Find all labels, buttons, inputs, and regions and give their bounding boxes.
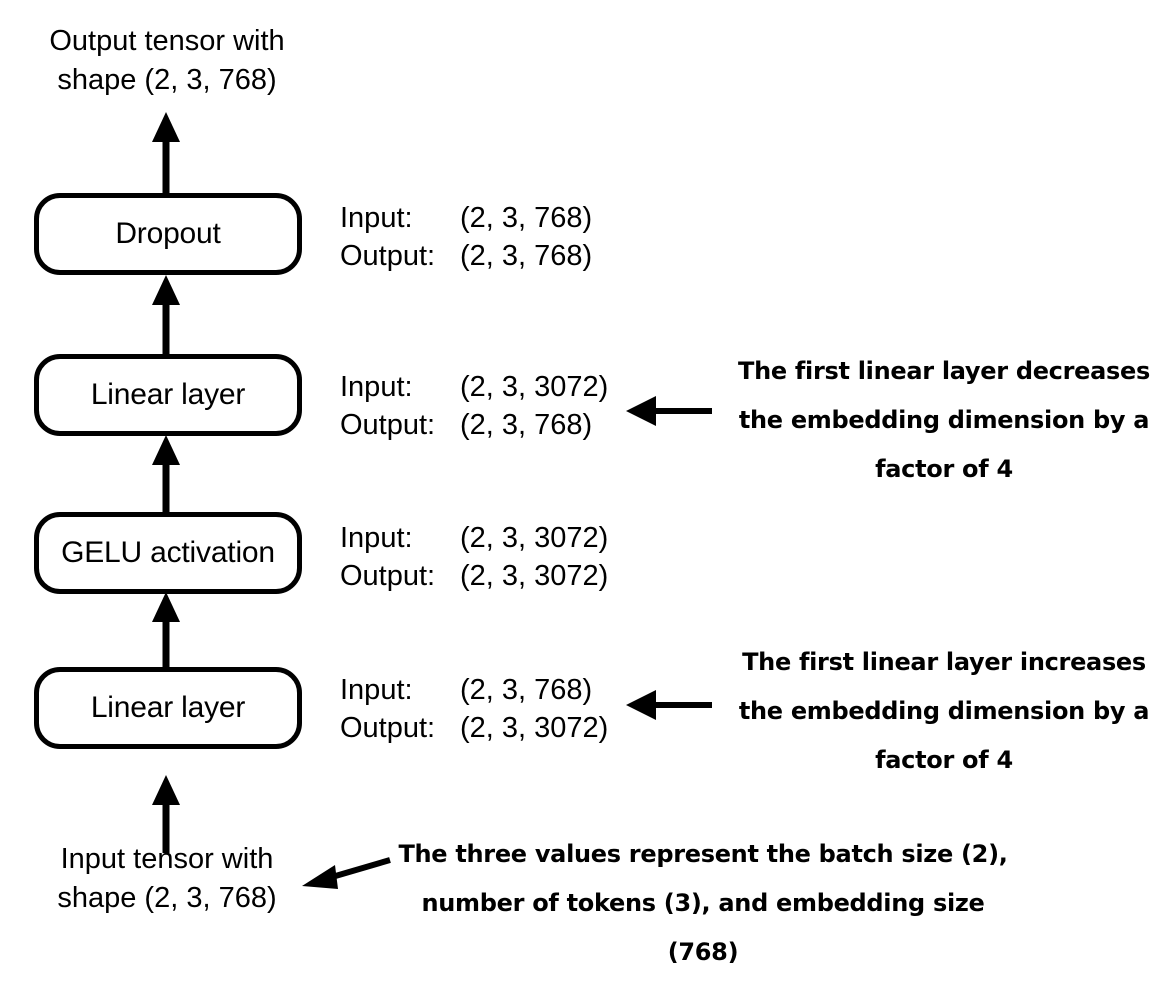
io-spec-gelu: Input: (2, 3, 3072) Output: (2, 3, 3072) (340, 520, 608, 595)
io-spec-gelu-input-row: Input: (2, 3, 3072) (340, 520, 608, 558)
block-gelu-activation-label: GELU activation (61, 536, 275, 569)
io-spec-dropout-input-row: Input: (2, 3, 768) (340, 200, 592, 238)
io-spec-linear-layer-1: Input: (2, 3, 768) Output: (2, 3, 3072) (340, 672, 608, 747)
block-linear-layer-2[interactable]: Linear layer (34, 354, 302, 436)
callout-arrow-increase (626, 690, 712, 720)
io-output-value: (2, 3, 3072) (460, 559, 609, 592)
block-dropout[interactable]: Dropout (34, 193, 302, 275)
input-tensor-label: Input tensor with shape (2, 3, 768) (57, 843, 277, 914)
io-output-key: Output: (340, 559, 436, 592)
callout-arrow-values (302, 857, 391, 889)
io-input-key: Input: (340, 371, 413, 403)
io-input-key: Input: (340, 202, 413, 234)
io-spec-linear1-output-row: Output: (2, 3, 3072) (340, 710, 608, 748)
io-output-value: (2, 3, 768) (460, 239, 593, 272)
io-spec-dropout-output-row: Output: (2, 3, 768) (340, 238, 592, 276)
io-output-key: Output: (340, 408, 436, 441)
io-output-value: (2, 3, 3072) (460, 711, 609, 744)
block-linear-layer-1[interactable]: Linear layer (34, 667, 302, 749)
io-input-key: Input: (340, 522, 413, 554)
arrow-input-to-linear1 (152, 775, 180, 853)
annotation-tensor-values: The three values represent the batch siz… (398, 840, 1008, 967)
annotation-increase: The first linear layer increases the emb… (738, 648, 1150, 775)
io-output-key: Output: (340, 239, 436, 272)
block-dropout-label: Dropout (115, 217, 221, 250)
annotation-decrease: The first linear layer decreases the emb… (738, 357, 1150, 484)
io-spec-linear-layer-2: Input: (2, 3, 3072) Output: (2, 3, 768) (340, 369, 608, 444)
io-input-value: (2, 3, 768) (460, 674, 593, 706)
block-linear-layer-1-label: Linear layer (90, 691, 246, 724)
block-gelu-activation[interactable]: GELU activation (34, 512, 302, 594)
arrow-dropout-to-output (152, 112, 180, 196)
io-spec-linear1-input-row: Input: (2, 3, 768) (340, 672, 608, 710)
io-spec-linear2-input-row: Input: (2, 3, 3072) (340, 369, 608, 407)
io-input-key: Input: (340, 674, 413, 706)
callout-arrow-decrease (626, 396, 712, 426)
io-output-key: Output: (340, 711, 436, 744)
io-input-value: (2, 3, 3072) (460, 522, 609, 554)
io-spec-dropout: Input: (2, 3, 768) Output: (2, 3, 768) (340, 200, 592, 275)
output-tensor-label: Output tensor with shape (2, 3, 768) (49, 25, 285, 96)
io-input-value: (2, 3, 3072) (460, 371, 609, 403)
io-input-value: (2, 3, 768) (460, 202, 593, 234)
arrow-linear2-to-dropout (152, 275, 180, 357)
block-linear-layer-2-label: Linear layer (90, 378, 246, 411)
io-spec-gelu-output-row: Output: (2, 3, 3072) (340, 558, 608, 596)
arrow-linear1-to-gelu (152, 592, 180, 672)
io-spec-linear2-output-row: Output: (2, 3, 768) (340, 407, 608, 445)
arrow-gelu-to-linear2 (152, 435, 180, 515)
io-output-value: (2, 3, 768) (460, 408, 593, 441)
